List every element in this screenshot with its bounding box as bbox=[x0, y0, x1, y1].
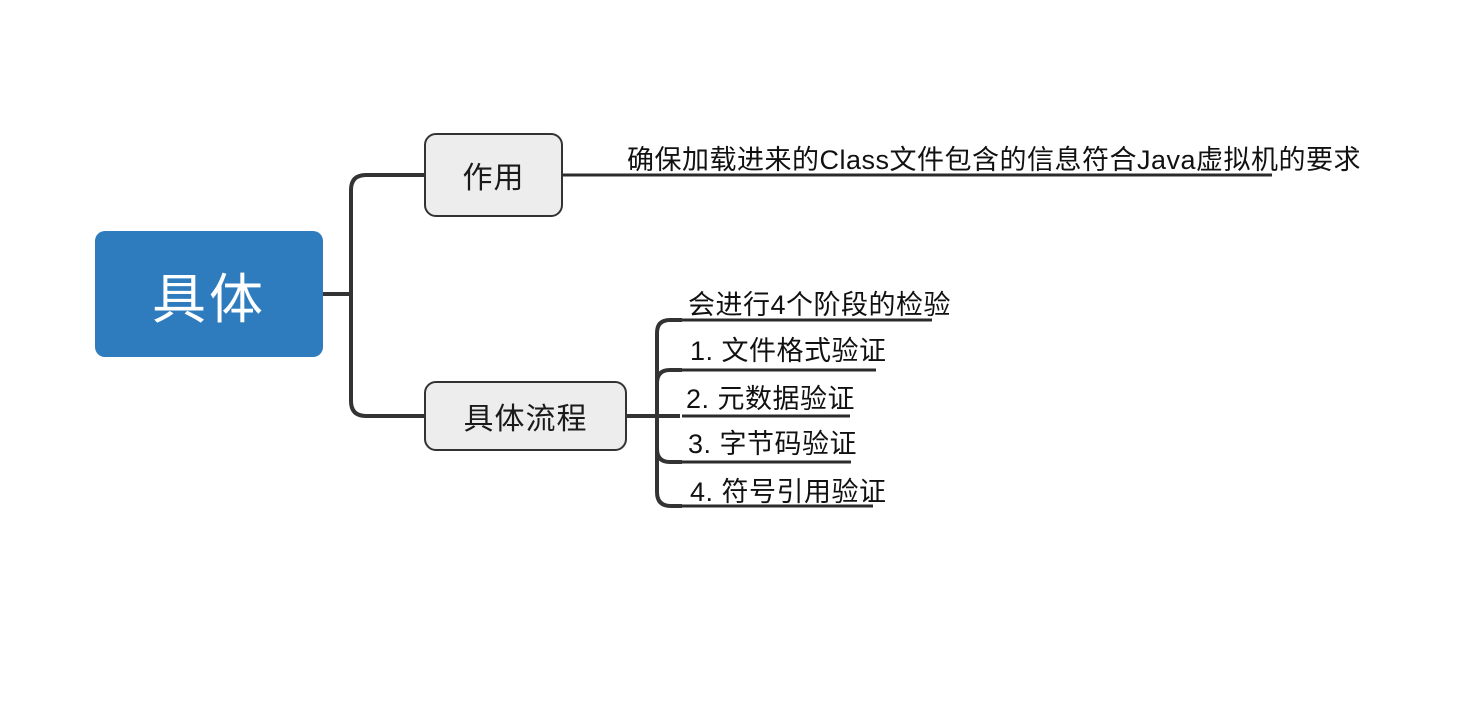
leaf-liucheng-2[interactable]: 2. 元数据验证 bbox=[686, 384, 856, 414]
leaf-liucheng-0[interactable]: 会进行4个阶段的检验 bbox=[688, 290, 952, 320]
leaf-liucheng-4[interactable]: 4. 符号引用验证 bbox=[690, 477, 887, 507]
mindmap-branch-liucheng[interactable]: 具体流程 bbox=[424, 381, 627, 451]
connector-root-bracket-bottom bbox=[349, 294, 424, 418]
mindmap-root-node[interactable]: 具体 bbox=[95, 231, 323, 357]
leaf-zuoyong-0[interactable]: 确保加载进来的Class文件包含的信息符合Java虚拟机的要求 bbox=[627, 145, 1362, 175]
connector-liucheng-bracket-2 bbox=[655, 368, 682, 416]
connector-liucheng-bracket-4 bbox=[655, 416, 682, 464]
mindmap-branch-zuoyong[interactable]: 作用 bbox=[424, 133, 563, 217]
branch-label-zuoyong: 作用 bbox=[462, 162, 525, 195]
leaf-liucheng-1[interactable]: 1. 文件格式验证 bbox=[690, 336, 887, 366]
connector-liucheng-bracket-1 bbox=[655, 318, 682, 416]
connector-liucheng-bracket-5 bbox=[655, 416, 682, 508]
connector-root-bracket-top bbox=[349, 173, 424, 294]
leaf-liucheng-3[interactable]: 3. 字节码验证 bbox=[688, 429, 858, 459]
branch-label-liucheng: 具体流程 bbox=[463, 403, 588, 436]
root-node-label: 具体 bbox=[152, 269, 266, 330]
